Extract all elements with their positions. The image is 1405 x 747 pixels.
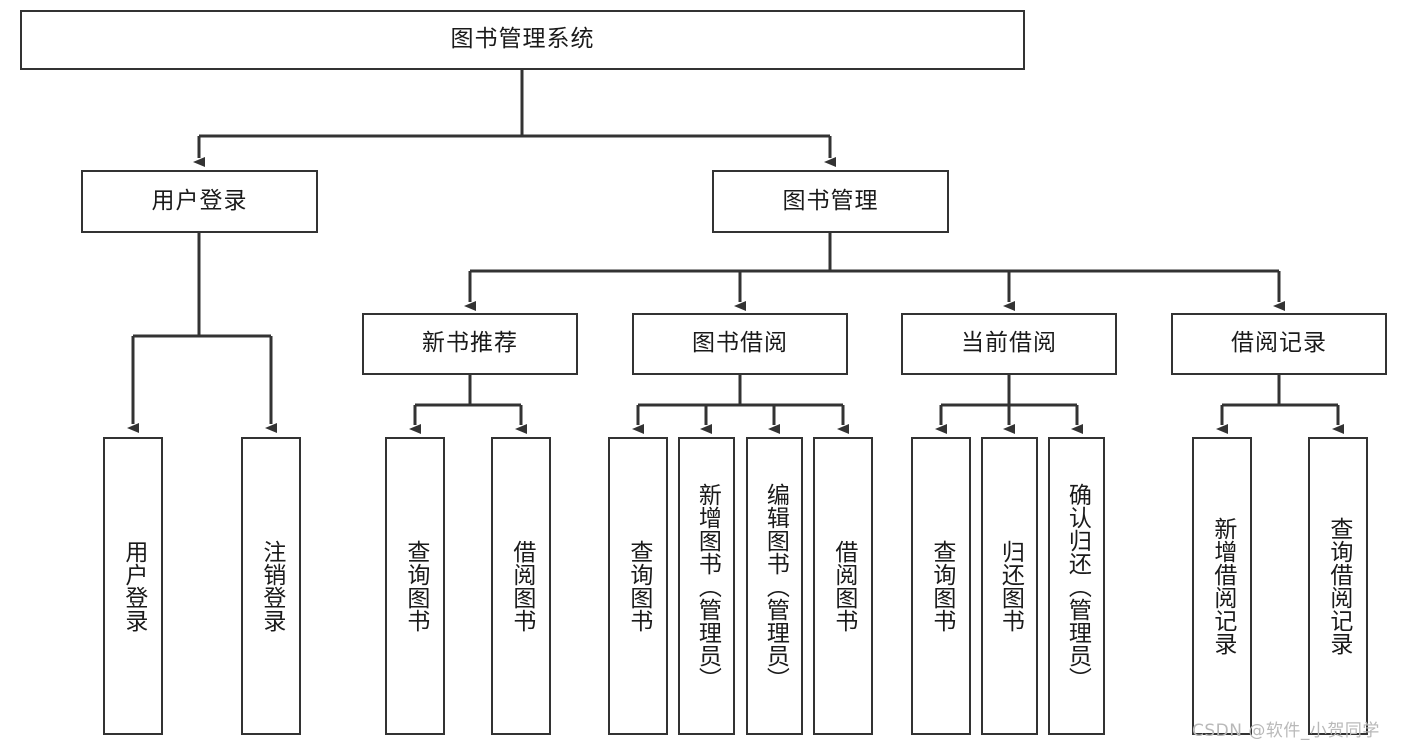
node-user-login[interactable]: 用户登录 (81, 170, 318, 233)
leaf-confirm-return-label: 确认归还（管理员） (1064, 482, 1091, 690)
leaf-borrow-book-2-label: 借阅图书 (830, 540, 857, 632)
leaf-add-record-label: 新增借阅记录 (1209, 517, 1236, 655)
leaf-add-book[interactable]: 新增图书（管理员） (678, 437, 735, 735)
leaf-borrow-book-1-label: 借阅图书 (508, 540, 535, 632)
node-book-manage-label: 图书管理 (782, 187, 879, 214)
leaf-return-book-label: 归还图书 (997, 540, 1024, 632)
leaf-query-book-1[interactable]: 查询图书 (385, 437, 445, 735)
leaf-borrow-book-1[interactable]: 借阅图书 (491, 437, 551, 735)
node-current-borrow-label: 当前借阅 (961, 330, 1057, 357)
node-book-borrow-label: 图书借阅 (692, 330, 788, 357)
leaf-query-record-label: 查询借阅记录 (1325, 517, 1352, 655)
node-user-login-label: 用户登录 (151, 187, 248, 214)
leaf-query-record[interactable]: 查询借阅记录 (1308, 437, 1368, 735)
node-book-borrow[interactable]: 图书借阅 (632, 313, 848, 375)
leaf-add-record[interactable]: 新增借阅记录 (1192, 437, 1252, 735)
leaf-add-book-label: 新增图书（管理员） (694, 482, 721, 690)
node-borrow-record-label: 借阅记录 (1231, 330, 1327, 357)
leaf-edit-book[interactable]: 编辑图书（管理员） (746, 437, 803, 735)
node-borrow-record[interactable]: 借阅记录 (1171, 313, 1387, 375)
leaf-user-login-label: 用户登录 (120, 540, 147, 632)
node-new-book-recommend-label: 新书推荐 (422, 330, 518, 357)
leaf-borrow-book-2[interactable]: 借阅图书 (813, 437, 873, 735)
leaf-query-book-3[interactable]: 查询图书 (911, 437, 971, 735)
leaf-query-book-2-label: 查询图书 (625, 540, 652, 632)
leaf-confirm-return[interactable]: 确认归还（管理员） (1048, 437, 1105, 735)
leaf-query-book-2[interactable]: 查询图书 (608, 437, 668, 735)
leaf-edit-book-label: 编辑图书（管理员） (762, 482, 789, 690)
node-current-borrow[interactable]: 当前借阅 (901, 313, 1117, 375)
leaf-user-logout[interactable]: 注销登录 (241, 437, 301, 735)
leaf-return-book[interactable]: 归还图书 (981, 437, 1038, 735)
leaf-user-login[interactable]: 用户登录 (103, 437, 163, 735)
leaf-query-book-3-label: 查询图书 (928, 540, 955, 632)
csdn-watermark: CSDN @软件_小贺同学 (1192, 721, 1380, 741)
node-root-label: 图书管理系统 (450, 26, 595, 53)
node-book-manage[interactable]: 图书管理 (712, 170, 949, 233)
node-root[interactable]: 图书管理系统 (20, 10, 1025, 70)
leaf-user-logout-label: 注销登录 (258, 540, 285, 632)
leaf-query-book-1-label: 查询图书 (402, 540, 429, 632)
node-new-book-recommend[interactable]: 新书推荐 (362, 313, 578, 375)
